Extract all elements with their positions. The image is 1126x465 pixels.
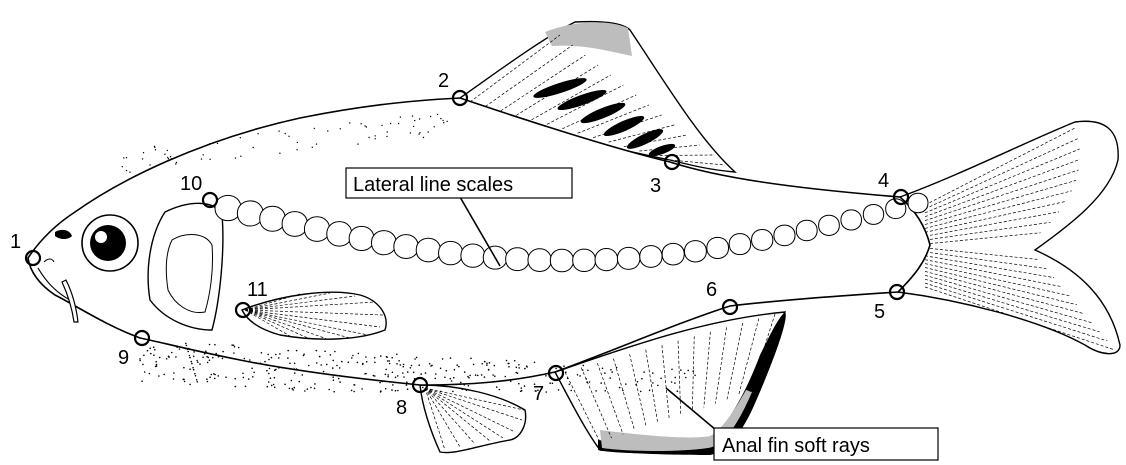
landmark-label-9: 9	[118, 347, 129, 369]
landmark-label-1: 1	[10, 231, 21, 253]
landmark-label-6: 6	[706, 279, 717, 301]
landmark-label-2: 2	[438, 70, 449, 92]
caudal-fin	[898, 121, 1120, 353]
landmark-label-5: 5	[874, 301, 885, 323]
landmark-label-10: 10	[180, 173, 202, 195]
anal-fin-label: Anal fin soft rays	[722, 435, 870, 457]
landmark-label-8: 8	[396, 397, 407, 419]
landmark-label-11: 11	[247, 279, 268, 301]
landmark-label-7: 7	[533, 383, 544, 405]
landmark-label-4: 4	[878, 170, 889, 192]
lateral-line-label: Lateral line scales	[353, 174, 513, 196]
landmark-label-3: 3	[650, 175, 661, 197]
pupil-icon	[90, 225, 126, 261]
pelvic-fin	[420, 385, 526, 453]
